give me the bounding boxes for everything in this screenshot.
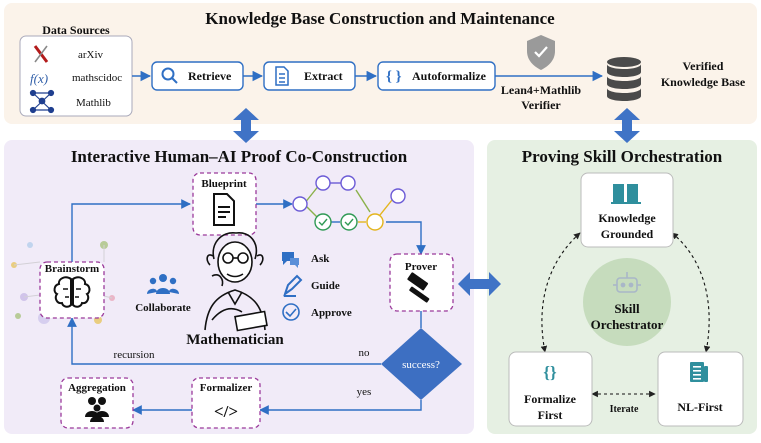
people-icon xyxy=(85,397,109,422)
extract-label: Extract xyxy=(304,69,343,83)
source-arxiv-label: arXiv xyxy=(78,49,104,61)
book-icon xyxy=(611,184,641,204)
function-icon: f(x) xyxy=(30,71,48,86)
left-panel-background xyxy=(4,140,474,434)
orchestrator-circle xyxy=(583,258,671,346)
source-mathscidoc-label: mathscidoc xyxy=(72,72,122,84)
mathematician-illustration xyxy=(204,232,268,332)
nl-first-node xyxy=(657,351,744,427)
ask-label: Ask xyxy=(311,253,330,265)
check-circle-icon xyxy=(282,303,300,321)
autoformalize-label: Autoformalize xyxy=(412,69,487,83)
orchestrator-line2: Orchestrator xyxy=(591,317,664,332)
braces-icon: { } xyxy=(386,69,402,85)
formalize-first-node xyxy=(508,351,593,427)
brain-icon xyxy=(53,276,91,308)
knowledge-grounded-node xyxy=(580,172,674,248)
shield-check-icon xyxy=(527,35,555,70)
aggregation-node xyxy=(60,377,134,429)
guide-label: Guide xyxy=(311,280,340,292)
recursion-label: recursion xyxy=(114,349,155,361)
double-arrow-prover-orchestration xyxy=(458,272,501,296)
proof-dependency-graph xyxy=(292,175,406,231)
kb-line1: Verified xyxy=(683,59,724,73)
blueprint-document-icon xyxy=(213,193,235,226)
retrieve-step xyxy=(151,61,244,91)
arrow-brainstorm-blueprint xyxy=(71,199,191,262)
approve-label: Approve xyxy=(311,307,352,319)
chat-icon xyxy=(282,252,299,268)
formalize-braces-icon: {} xyxy=(543,363,557,382)
collaborate-label: Collaborate xyxy=(135,302,191,314)
pen-icon xyxy=(283,274,303,297)
arrow-yes-formalizer xyxy=(259,400,422,415)
code-icon: </> xyxy=(214,402,238,421)
hammer-icon xyxy=(407,272,430,303)
autoformalize-step xyxy=(377,61,496,91)
group-icon xyxy=(147,274,179,294)
arxiv-icon xyxy=(33,45,49,63)
nl-first-label: NL-First xyxy=(677,400,722,414)
search-icon xyxy=(161,67,178,84)
document-icon xyxy=(275,66,289,86)
arrow-graph-prover xyxy=(386,221,426,255)
formalize-first-line2: First xyxy=(538,408,563,422)
formalizer-label: Formalizer xyxy=(200,382,253,394)
data-sources-title: Data Sources xyxy=(42,23,110,37)
blueprint-label: Blueprint xyxy=(201,178,247,190)
mathematician-label: Mathematician xyxy=(186,332,284,348)
network-icon xyxy=(29,89,55,114)
top-panel-title: Knowledge Base Construction and Maintena… xyxy=(205,9,555,28)
aggregation-label: Aggregation xyxy=(68,382,126,394)
orchestrator-line1: Skill xyxy=(614,301,640,316)
verifier-line2: Verifier xyxy=(521,98,561,112)
brainstorm-label: Brainstorm xyxy=(45,263,99,275)
success-label: success? xyxy=(402,359,440,371)
success-decision xyxy=(381,328,462,400)
prover-label: Prover xyxy=(405,261,437,273)
formalize-first-line1: Formalize xyxy=(524,392,577,406)
orchestration-cycle xyxy=(540,232,711,398)
double-arrow-top-left xyxy=(233,108,259,143)
no-label: no xyxy=(359,347,371,359)
formalizer-node xyxy=(191,377,261,429)
arrow-recursion xyxy=(67,317,381,365)
left-panel-title: Interactive Human–AI Proof Co-Constructi… xyxy=(71,147,408,166)
knowledge-line2: Grounded xyxy=(601,227,654,241)
double-arrow-top-right xyxy=(614,108,640,143)
newspaper-icon xyxy=(690,362,708,382)
source-mathlib-label: Mathlib xyxy=(76,97,111,109)
verifier-line1: Lean4+Mathlib xyxy=(501,83,582,97)
iterate-label: Iterate xyxy=(610,404,639,415)
kb-line2: Knowledge Base xyxy=(661,75,746,89)
database-icon xyxy=(607,57,641,101)
knowledge-line1: Knowledge xyxy=(598,211,656,225)
right-panel-title: Proving Skill Orchestration xyxy=(522,147,723,166)
yes-label: yes xyxy=(357,386,372,398)
robot-icon xyxy=(613,272,641,293)
retrieve-label: Retrieve xyxy=(188,69,232,83)
